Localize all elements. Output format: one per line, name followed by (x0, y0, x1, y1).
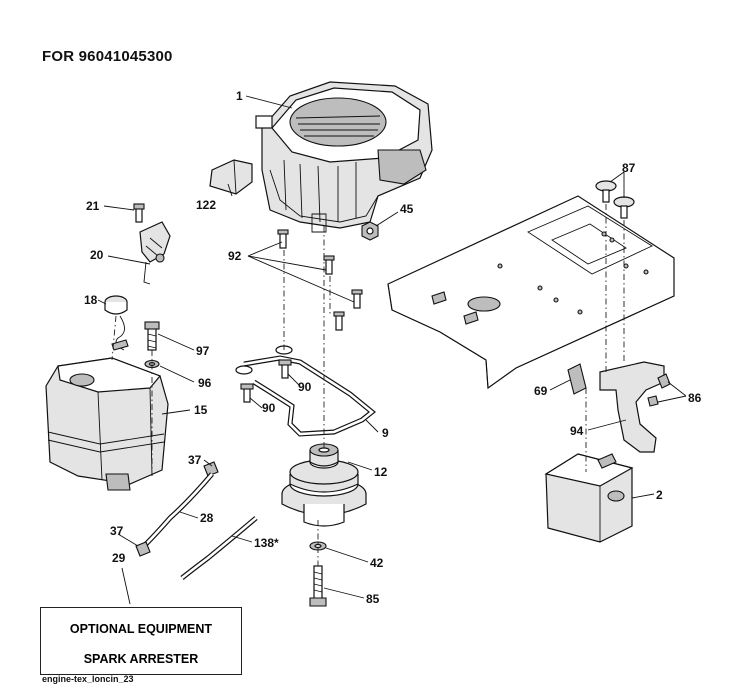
callout-18: 18 (84, 293, 98, 307)
callout-37-top: 37 (188, 453, 202, 467)
engine-part (255, 81, 433, 233)
diagram-title: FOR 96041045300 (42, 48, 173, 65)
callout-45: 45 (400, 202, 414, 216)
pulley-part (281, 443, 367, 527)
callout-97: 97 (196, 344, 210, 358)
callout-1: 1 (236, 89, 243, 103)
fuel-tank-part (45, 357, 169, 491)
belt-guide-part (235, 345, 376, 437)
callout-37-bottom: 37 (110, 524, 124, 538)
callout-87: 87 (622, 161, 636, 175)
callout-96: 96 (198, 376, 212, 390)
optional-equipment-box: OPTIONAL EQUIPMENT SPARK ARRESTER (40, 607, 242, 675)
assembly-lines (111, 204, 625, 566)
callout-21: 21 (86, 199, 100, 213)
frame-plate-part (387, 195, 675, 390)
muffler-part (544, 453, 634, 543)
callout-90-lower: 90 (262, 401, 276, 415)
callout-138: 138* (254, 536, 279, 550)
callout-9: 9 (382, 426, 389, 440)
bolt-92-parts (277, 229, 363, 331)
callout-85: 85 (366, 592, 380, 606)
callout-94: 94 (570, 424, 584, 438)
optional-equipment-label: OPTIONAL EQUIPMENT (69, 622, 213, 636)
knob-87-parts (595, 180, 635, 219)
callout-69: 69 (534, 384, 548, 398)
spark-arrester-label: SPARK ARRESTER (83, 652, 199, 666)
callout-12: 12 (374, 465, 388, 479)
exhaust-pipe-part (567, 361, 671, 453)
callout-2: 2 (656, 488, 663, 502)
leader-lines (97, 95, 687, 605)
callout-122: 122 (196, 198, 216, 212)
callout-42: 42 (370, 556, 384, 570)
engine-shield-part (209, 159, 253, 195)
nut-45-part (361, 221, 379, 241)
callout-labels: 1 122 21 20 18 97 96 15 37 28 37 29 138*… (84, 89, 702, 606)
diagram-footer-code: engine-tex_loncin_23 (42, 674, 134, 684)
screw-97-washer-96-parts (144, 321, 160, 369)
callout-20: 20 (90, 248, 104, 262)
callout-86: 86 (688, 391, 702, 405)
callout-28: 28 (200, 511, 214, 525)
callout-92: 92 (228, 249, 242, 263)
callout-15: 15 (194, 403, 208, 417)
callout-29: 29 (112, 551, 126, 565)
callout-90-upper: 90 (298, 380, 312, 394)
fuel-cap-part (104, 295, 129, 351)
fuel-line-parts (135, 461, 258, 580)
throttle-control-part (133, 203, 171, 285)
